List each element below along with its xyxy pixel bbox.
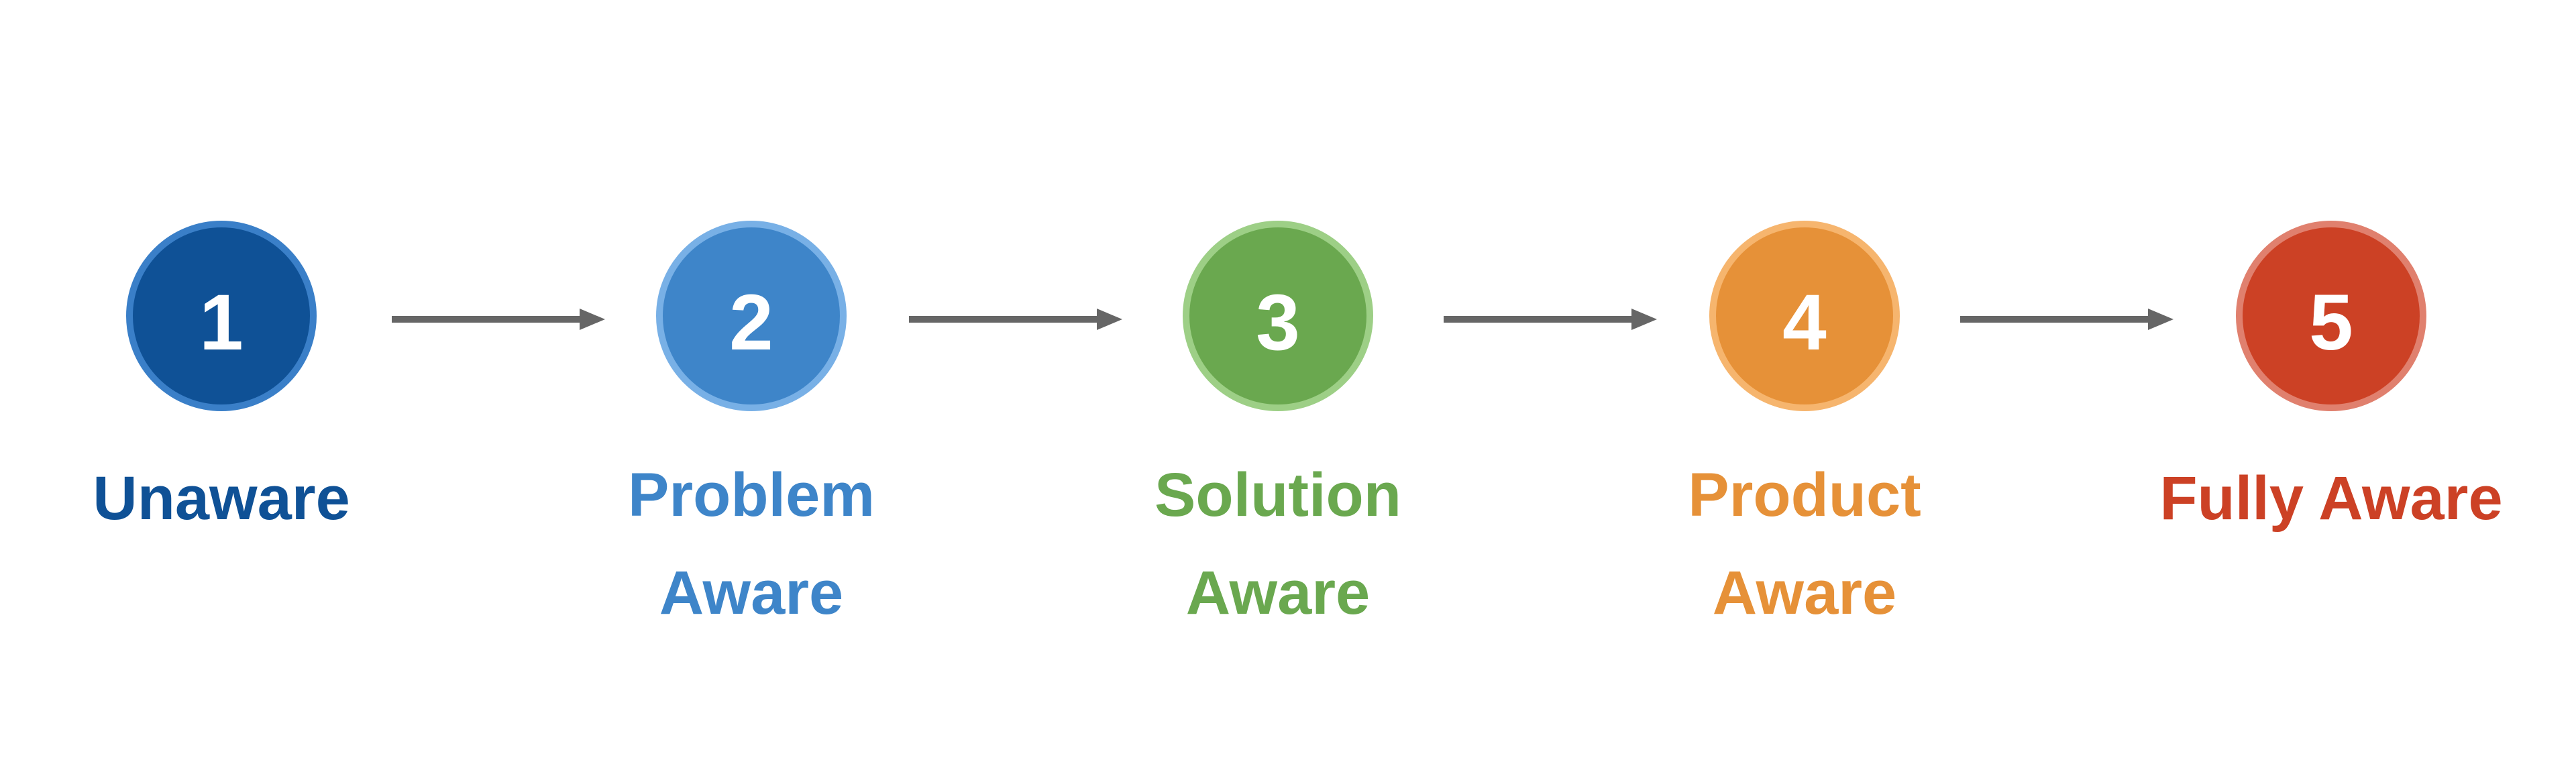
step-number: 5: [2309, 278, 2353, 367]
stage-unaware: 1 Unaware: [34, 0, 409, 760]
arrow-right-icon: [1960, 309, 2174, 330]
step-number: 2: [729, 278, 773, 367]
stage-solution-aware: 3 Solution Aware: [1090, 0, 1466, 760]
step-number-circle: 4: [1709, 221, 1900, 411]
stage-product-aware: 4 Product Aware: [1617, 0, 1992, 760]
step-number: 1: [199, 278, 244, 367]
stage-label: Solution Aware: [1090, 446, 1466, 642]
stage-label-line: Problem: [627, 461, 875, 529]
stage-label-line: Fully Aware: [2159, 464, 2503, 533]
step-number: 3: [1256, 278, 1300, 367]
step-number-circle: 3: [1183, 221, 1373, 411]
stage-fully-aware: 5 Fully Aware: [2143, 0, 2519, 760]
step-number-circle: 2: [656, 221, 847, 411]
stage-label-line: Aware: [659, 559, 844, 627]
step-number-circle: 1: [126, 221, 317, 411]
stage-label-line: Aware: [1712, 559, 1897, 627]
stage-problem-aware: 2 Problem Aware: [564, 0, 939, 760]
stage-label-line: Unaware: [93, 464, 350, 533]
stage-label-line: Aware: [1185, 559, 1371, 627]
stage-label: Problem Aware: [564, 446, 939, 642]
step-number-circle: 5: [2236, 221, 2426, 411]
stage-label: Fully Aware: [2143, 449, 2519, 547]
stage-label: Unaware: [34, 449, 409, 547]
arrow-right-icon: [909, 309, 1122, 330]
stage-label-line: Product: [1688, 461, 1921, 529]
step-number: 4: [1782, 278, 1827, 367]
arrow-right-icon: [1444, 309, 1657, 330]
arrow-right-icon: [392, 309, 605, 330]
stage-label-line: Solution: [1155, 461, 1401, 529]
stage-label: Product Aware: [1617, 446, 1992, 642]
